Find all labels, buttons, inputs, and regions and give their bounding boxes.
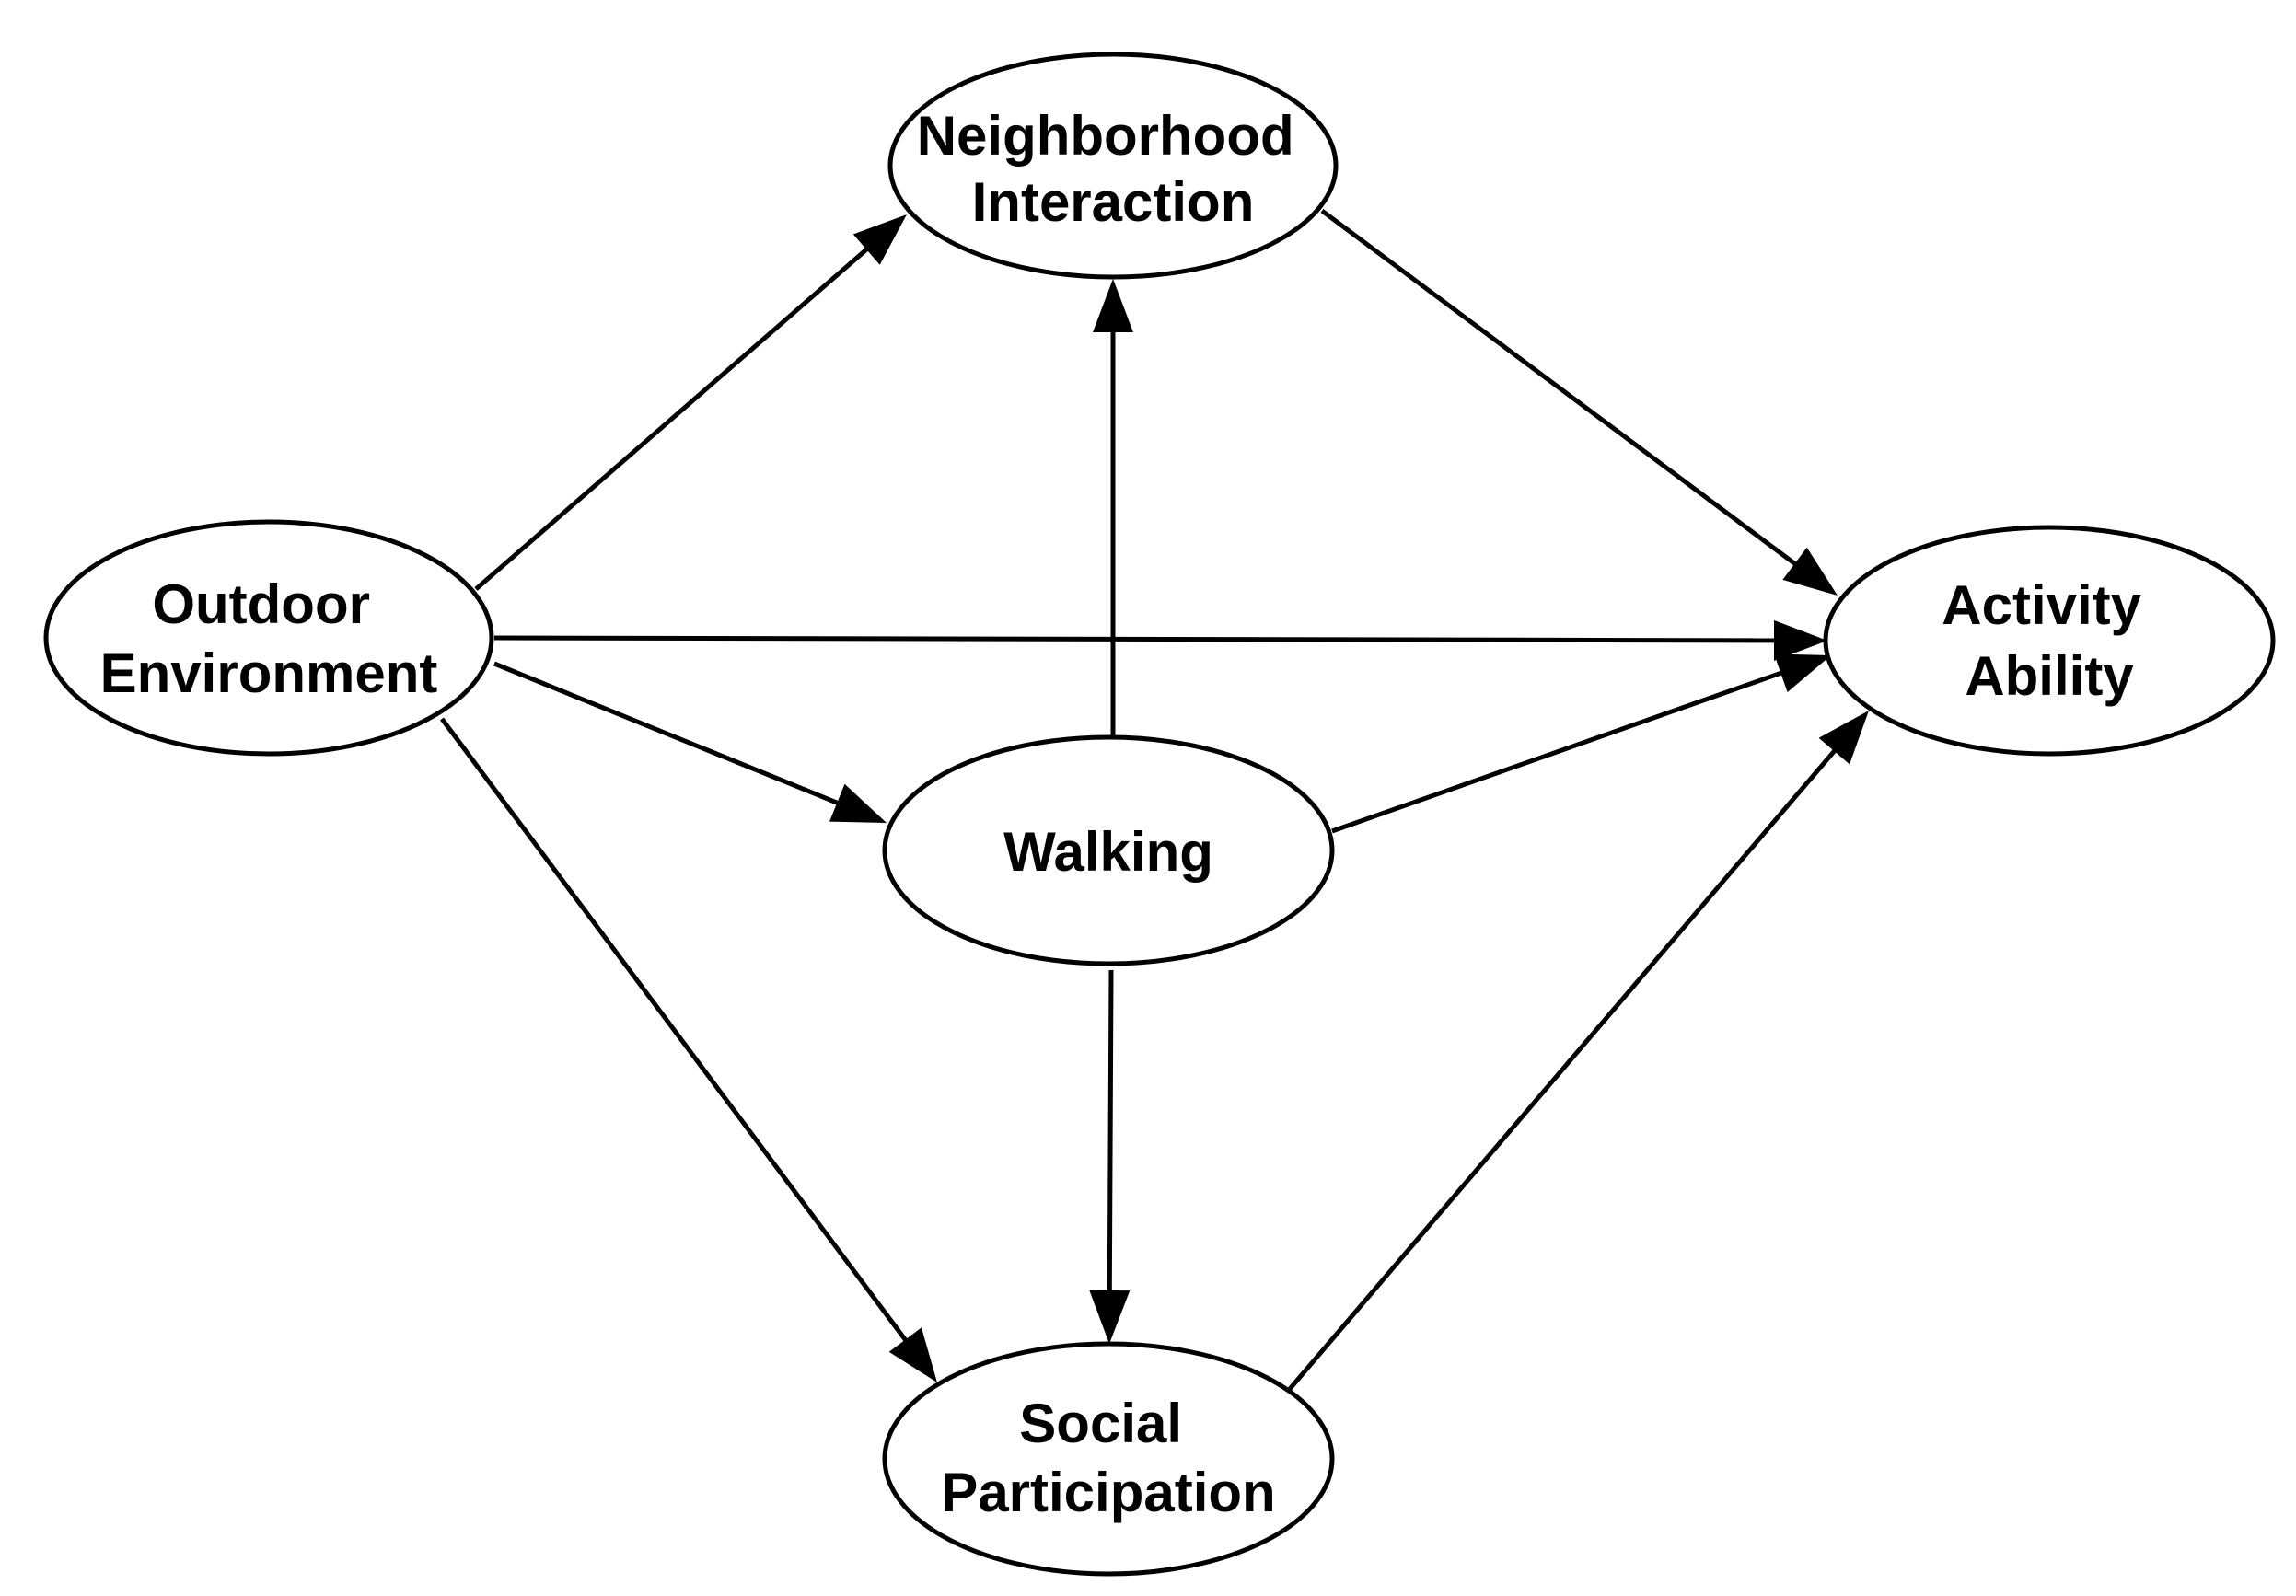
edge-outdoor-activity-arrowhead xyxy=(1774,619,1827,661)
node-neighborhood-interaction-label-line-1: Neighborhood xyxy=(917,105,1294,167)
node-social-participation: Social Participation xyxy=(882,1341,1335,1577)
edge-walking-activity-line xyxy=(1331,669,1785,834)
edge-neighborhood-activity-line xyxy=(1320,208,1800,568)
node-outdoor-environment: Outdoor Environment xyxy=(43,519,494,757)
nodes-layer: Outdoor Environment Neighborhood Interac… xyxy=(43,52,2276,1577)
edge-outdoor-neighborhood-line xyxy=(474,245,871,591)
edge-outdoor-activity-line xyxy=(493,635,1779,643)
edge-outdoor-walking-arrowhead xyxy=(829,783,887,823)
node-outdoor-environment-shape xyxy=(43,519,494,757)
edge-social-activity-arrowhead xyxy=(1818,711,1869,765)
node-outdoor-environment-label: Outdoor Environment xyxy=(100,573,438,704)
node-walking-shape xyxy=(882,734,1335,966)
node-activity-ability-label-line-2: Ability xyxy=(1965,645,2134,707)
edge-outdoor-walking-line xyxy=(493,661,841,806)
edge-walking-activity-arrowhead xyxy=(1774,653,1831,692)
node-social-participation-label-line-1: Social xyxy=(1019,1393,1182,1454)
edge-outdoor-social-arrowhead xyxy=(888,1327,937,1382)
node-neighborhood-interaction-label: Neighborhood Interaction xyxy=(917,105,1310,233)
node-outdoor-environment-label-line-2: Environment xyxy=(100,642,438,704)
node-social-participation-label-line-2: Participation xyxy=(941,1462,1275,1523)
edge-neighborhood-activity-arrowhead xyxy=(1782,547,1838,596)
edge-walking-social-arrowhead xyxy=(1089,1290,1131,1344)
node-outdoor-environment-label-line-1: Outdoor xyxy=(152,573,370,635)
edge-walking-neighborhood xyxy=(1093,279,1133,736)
edge-walking-social xyxy=(1089,969,1131,1344)
node-walking-label: Walking xyxy=(1003,821,1213,883)
edge-walking-activity xyxy=(1331,653,1831,834)
node-neighborhood-interaction-shape xyxy=(887,52,1339,280)
node-walking-label-line-1: Walking xyxy=(1003,821,1213,883)
edge-outdoor-walking xyxy=(493,661,887,823)
node-activity-ability: Activity Ability xyxy=(1823,525,2276,757)
edge-outdoor-neighborhood-arrowhead xyxy=(852,214,907,265)
edges-layer xyxy=(439,208,1869,1391)
edge-outdoor-neighborhood xyxy=(474,214,907,591)
edge-walking-neighborhood-arrowhead xyxy=(1093,279,1133,332)
edge-outdoor-activity xyxy=(493,619,1827,661)
node-activity-ability-label-line-1: Activity xyxy=(1942,574,2141,636)
node-neighborhood-interaction-label-line-2: Interaction xyxy=(972,171,1255,233)
node-neighborhood-interaction: Neighborhood Interaction xyxy=(887,52,1339,280)
edge-walking-social-line xyxy=(1107,969,1114,1295)
node-activity-ability-label: Activity Ability xyxy=(1942,574,2156,707)
edge-outdoor-social-line xyxy=(439,717,910,1345)
node-social-participation-shape xyxy=(882,1341,1335,1577)
node-walking: Walking xyxy=(882,734,1335,966)
edge-neighborhood-activity xyxy=(1320,208,1838,596)
edge-outdoor-social xyxy=(439,717,937,1382)
edge-social-activity xyxy=(1288,711,1869,1391)
edge-social-activity-line xyxy=(1288,746,1838,1391)
node-activity-ability-shape xyxy=(1823,525,2276,757)
node-social-participation-label: Social Participation xyxy=(941,1393,1275,1523)
